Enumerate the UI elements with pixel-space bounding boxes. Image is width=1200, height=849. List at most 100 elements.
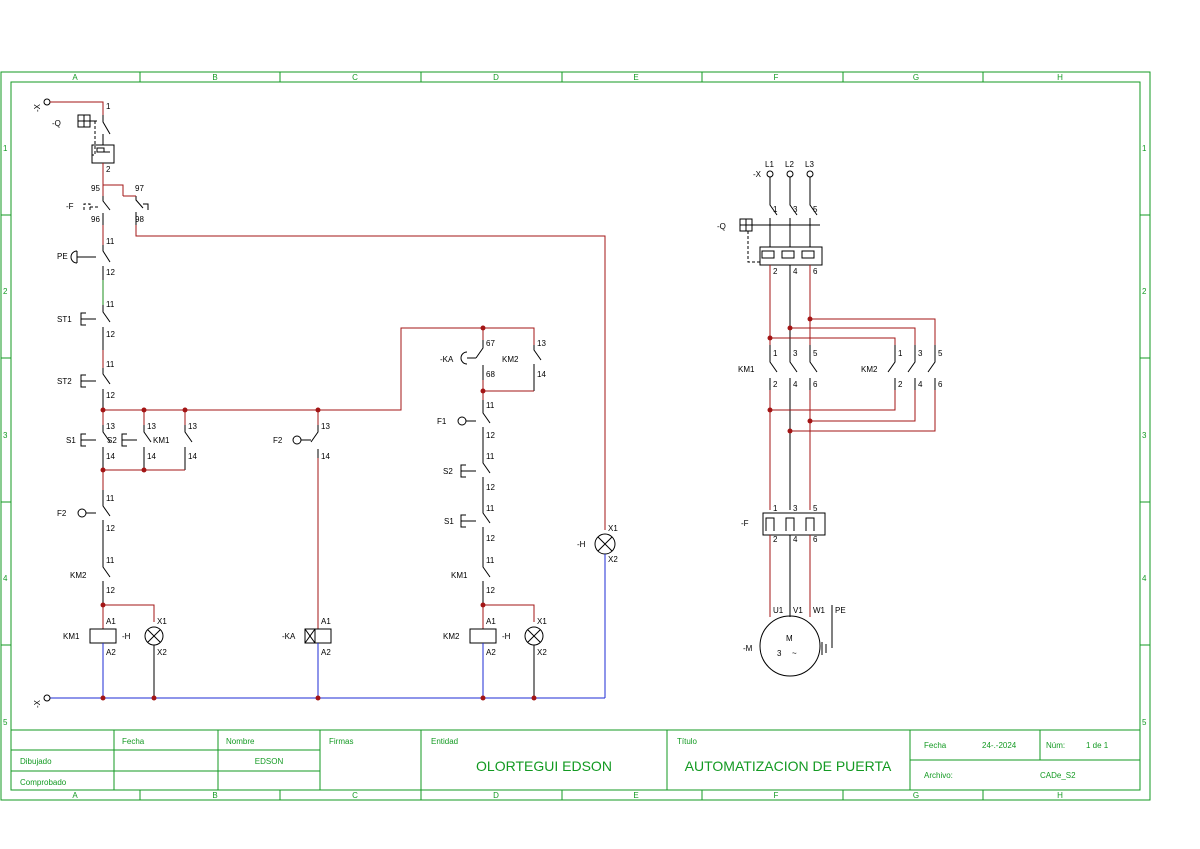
sensor-f2-nc: F2 11 12	[57, 490, 115, 553]
col-label: G	[913, 791, 919, 800]
svg-text:Comprobado: Comprobado	[20, 778, 67, 787]
svg-text:-KA: -KA	[440, 355, 454, 364]
col-label: A	[72, 791, 78, 800]
svg-text:3: 3	[793, 504, 798, 513]
svg-text:6: 6	[813, 380, 818, 389]
lamp-h-fault: -H X1 X2	[577, 524, 618, 698]
svg-text:11: 11	[106, 494, 115, 503]
svg-text:12: 12	[106, 524, 115, 533]
svg-text:24-.-2024: 24-.-2024	[982, 741, 1017, 750]
svg-text:-F: -F	[741, 519, 749, 528]
title-block: Fecha Nombre Firmas Entidad Título Dibuj…	[11, 729, 1140, 790]
svg-text:6: 6	[813, 535, 818, 544]
row-label: 5	[1142, 718, 1147, 727]
svg-text:12: 12	[486, 534, 495, 543]
svg-text:-X: -X	[33, 699, 42, 708]
svg-text:F2: F2	[57, 509, 67, 518]
svg-text:-Q: -Q	[52, 119, 61, 128]
svg-text:11: 11	[486, 504, 495, 513]
svg-text:11: 11	[106, 237, 115, 246]
svg-text:6: 6	[938, 380, 943, 389]
svg-text:V1: V1	[793, 606, 803, 615]
svg-text:2: 2	[773, 267, 778, 276]
drawing-title: AUTOMATIZACION DE PUERTA	[685, 758, 892, 774]
col-label: F	[774, 791, 779, 800]
svg-text:2: 2	[898, 380, 903, 389]
svg-text:F2: F2	[273, 436, 283, 445]
svg-text:14: 14	[106, 452, 115, 461]
terminal-l3	[806, 170, 814, 178]
svg-text:11: 11	[106, 556, 115, 565]
terminal-x-top	[43, 98, 51, 106]
svg-text:-H: -H	[502, 632, 511, 641]
svg-text:-H: -H	[577, 540, 586, 549]
svg-text:5: 5	[813, 205, 818, 214]
svg-text:Fecha: Fecha	[122, 737, 145, 746]
svg-text:-KA: -KA	[282, 632, 296, 641]
svg-text:-H: -H	[122, 632, 131, 641]
row-labels: 1 2 3 4 5 1 2 3 4 5	[3, 144, 1147, 727]
svg-text:14: 14	[147, 452, 156, 461]
coil-km1-and-lamp: KM1 A1 A2 -H X1 X2	[63, 602, 167, 698]
svg-text:11: 11	[486, 401, 495, 410]
svg-text:EDSON: EDSON	[255, 757, 284, 766]
svg-text:S1: S1	[66, 436, 76, 445]
svg-text:KM2: KM2	[502, 355, 519, 364]
row-label: 3	[1142, 431, 1147, 440]
svg-text:A1: A1	[486, 617, 496, 626]
svg-text:KM1: KM1	[451, 571, 468, 580]
col-label: H	[1057, 73, 1063, 82]
svg-text:-F: -F	[66, 202, 74, 211]
terminal-l2	[786, 170, 794, 178]
row-label: 3	[3, 431, 8, 440]
svg-text:L1: L1	[765, 160, 774, 169]
svg-text:A2: A2	[321, 648, 331, 657]
limit-switch-st1: ST1 11 12	[57, 300, 115, 368]
svg-text:KM2: KM2	[70, 571, 87, 580]
svg-text:S2: S2	[107, 436, 117, 445]
power-circuit: -X L1 L2 L3 1 3 5 -Q 2 4 6	[717, 160, 943, 677]
svg-text:3: 3	[793, 349, 798, 358]
svg-text:KM1: KM1	[738, 365, 755, 374]
pe-emergency-stop: PE 11 12	[57, 237, 115, 305]
svg-text:KM1: KM1	[63, 632, 80, 641]
svg-text:6: 6	[813, 267, 818, 276]
row-label: 5	[3, 718, 8, 727]
col-label: E	[633, 73, 638, 82]
svg-text:1: 1	[773, 349, 778, 358]
svg-text:68: 68	[486, 370, 495, 379]
svg-text:67: 67	[486, 339, 495, 348]
col-label: D	[493, 73, 499, 82]
svg-text:Dibujado: Dibujado	[20, 757, 52, 766]
sensor-f1: F1 11 12	[437, 400, 495, 455]
svg-text:Título: Título	[677, 737, 698, 746]
svg-text:1: 1	[773, 205, 778, 214]
terminal-l1	[766, 170, 774, 178]
svg-text:3: 3	[918, 349, 923, 358]
svg-text:X1: X1	[537, 617, 547, 626]
interlock-km1: KM1 11 12	[451, 555, 495, 605]
svg-text:11: 11	[486, 556, 495, 565]
svg-text:~: ~	[792, 649, 797, 658]
svg-text:-Q: -Q	[717, 222, 726, 231]
col-label: E	[633, 791, 638, 800]
svg-text:F1: F1	[437, 417, 447, 426]
svg-text:13: 13	[321, 422, 330, 431]
svg-text:2: 2	[773, 380, 778, 389]
thermal-relay-f-3ph: -F 1 3 5 2 4 6	[741, 504, 826, 544]
start-buttons-s1-s2-km1: S1 13 14 S2 13 14 KM1 13 14	[66, 410, 197, 490]
motor-m: M 3 ~ -M U1 V1 W1 PE	[743, 605, 846, 677]
svg-text:CADe_S2: CADe_S2	[1040, 771, 1076, 780]
breaker-q-3ph: -Q 2 4 6	[717, 218, 823, 276]
f2-no-and-ka-coil: F2 13 14 -KA A1 A2	[273, 410, 332, 698]
svg-text:KM1: KM1	[153, 436, 170, 445]
ka-and-km2-contacts: -KA 67 68 KM2 13 14	[440, 328, 546, 400]
svg-text:ST1: ST1	[57, 315, 72, 324]
svg-text:X2: X2	[537, 648, 547, 657]
svg-text:95: 95	[91, 184, 100, 193]
svg-text:12: 12	[106, 268, 115, 277]
svg-text:5: 5	[938, 349, 943, 358]
svg-text:5: 5	[813, 504, 818, 513]
svg-text:L3: L3	[805, 160, 814, 169]
col-label: H	[1057, 791, 1063, 800]
